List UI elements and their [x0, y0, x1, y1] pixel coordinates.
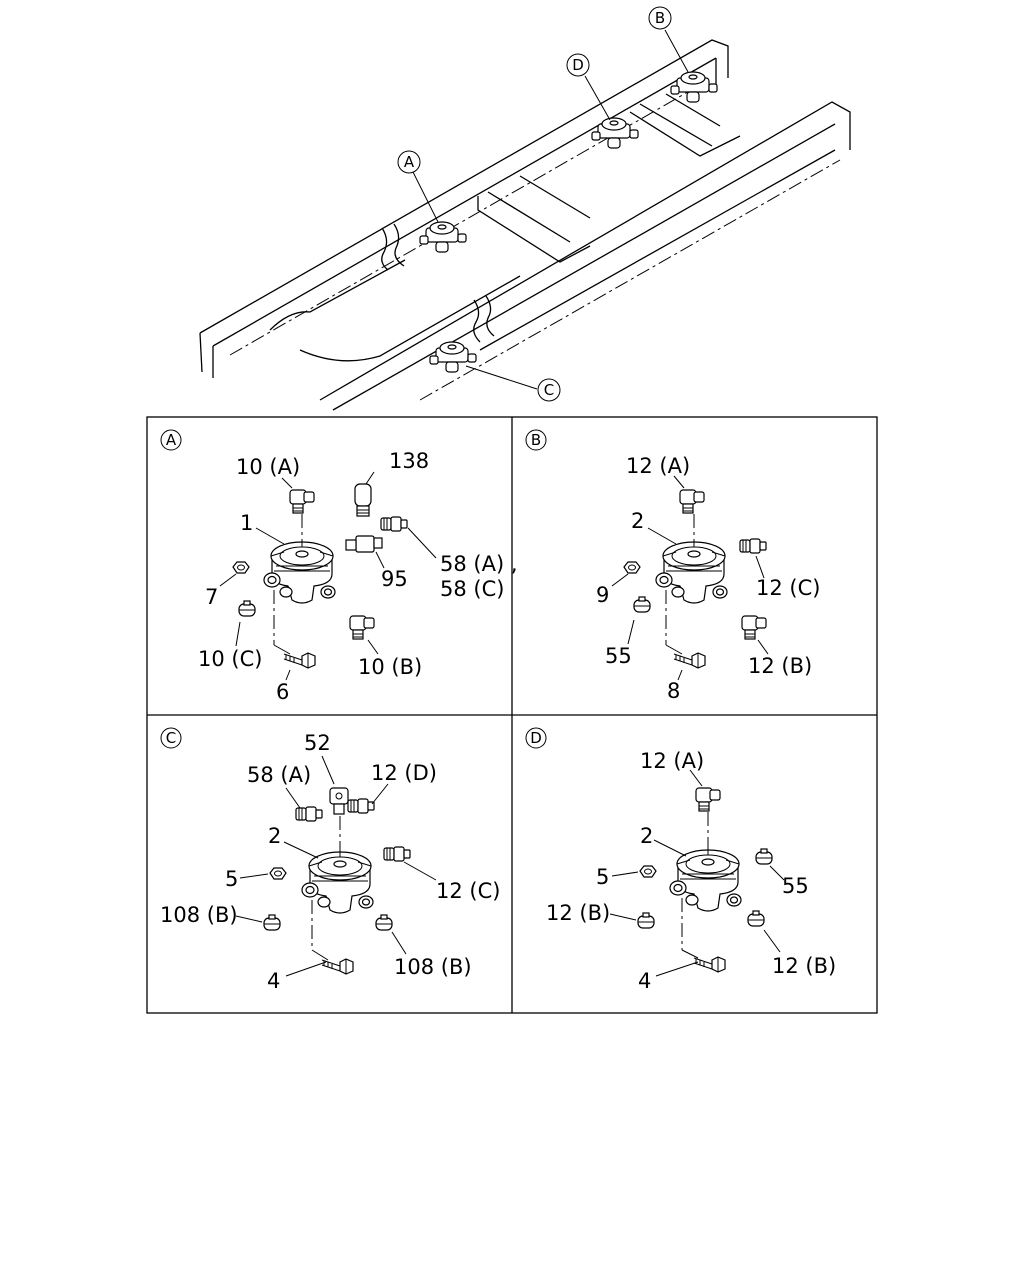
part-138 — [354, 483, 372, 517]
panel-d-letter: D — [525, 727, 547, 749]
label-c-12c: 12 (C) — [436, 879, 500, 903]
label-c-52: 52 — [304, 731, 331, 755]
panel-d: D 12 (A) 2 5 55 12 (B) 12 (B) 4 — [525, 727, 836, 993]
label-c-58a: 58 (A) — [247, 763, 311, 787]
svg-text:D: D — [572, 56, 584, 74]
label-d-12a: 12 (A) — [640, 749, 704, 773]
label-c-5: 5 — [225, 867, 238, 891]
svg-text:C: C — [166, 729, 176, 747]
label-d-55: 55 — [782, 874, 809, 898]
label-a-138: 138 — [389, 449, 429, 473]
label-b-12b: 12 (B) — [748, 654, 812, 678]
label-a-58c: 58 (C) — [440, 577, 504, 601]
panel-b-letter: B — [525, 429, 547, 451]
svg-text:C: C — [544, 381, 554, 399]
callout-c: C — [537, 378, 561, 402]
label-a-1: 1 — [240, 511, 253, 535]
label-b-12a: 12 (A) — [626, 454, 690, 478]
label-c-108b-left: 108 (B) — [160, 903, 238, 927]
panel-b: B 12 (A) 2 12 (C) 9 55 12 (B) 8 — [525, 429, 820, 703]
label-c-108b-right: 108 (B) — [394, 955, 472, 979]
label-b-2: 2 — [631, 509, 644, 533]
label-d-12b-left: 12 (B) — [546, 901, 610, 925]
svg-text:B: B — [655, 9, 665, 27]
chassis-frame-overview — [199, 29, 851, 411]
label-a-10a: 10 (A) — [236, 455, 300, 479]
label-d-2: 2 — [640, 824, 653, 848]
label-c-12d: 12 (D) — [371, 761, 437, 785]
svg-text:B: B — [531, 431, 541, 449]
panel-c: C 52 58 (A) 12 (D) 2 5 12 — [160, 727, 500, 993]
part-52 — [329, 787, 349, 815]
detail-grid — [146, 416, 878, 1014]
callout-b: B — [648, 6, 672, 30]
callout-d: D — [566, 53, 590, 77]
label-d-12b-right: 12 (B) — [772, 954, 836, 978]
svg-text:D: D — [530, 729, 542, 747]
label-c-2: 2 — [268, 824, 281, 848]
label-d-4: 4 — [638, 969, 651, 993]
part-95 — [345, 535, 383, 553]
label-a-7: 7 — [205, 585, 218, 609]
callout-a: A — [397, 150, 421, 174]
label-a-10b: 10 (B) — [358, 655, 422, 679]
panel-a-letter: A — [160, 429, 182, 451]
svg-text:A: A — [404, 153, 415, 171]
svg-text:A: A — [166, 431, 177, 449]
label-b-55: 55 — [605, 644, 632, 668]
label-c-4: 4 — [267, 969, 280, 993]
panel-a: A 10 (A — [160, 429, 518, 704]
label-b-12c: 12 (C) — [756, 576, 820, 600]
label-b-8: 8 — [667, 679, 680, 703]
panel-c-letter: C — [160, 727, 182, 749]
label-a-6: 6 — [276, 680, 289, 704]
label-a-58a: 58 (A) , — [440, 552, 518, 576]
label-b-9: 9 — [596, 583, 609, 607]
label-a-95: 95 — [381, 567, 408, 591]
label-d-5: 5 — [596, 865, 609, 889]
label-a-10c: 10 (C) — [198, 647, 262, 671]
